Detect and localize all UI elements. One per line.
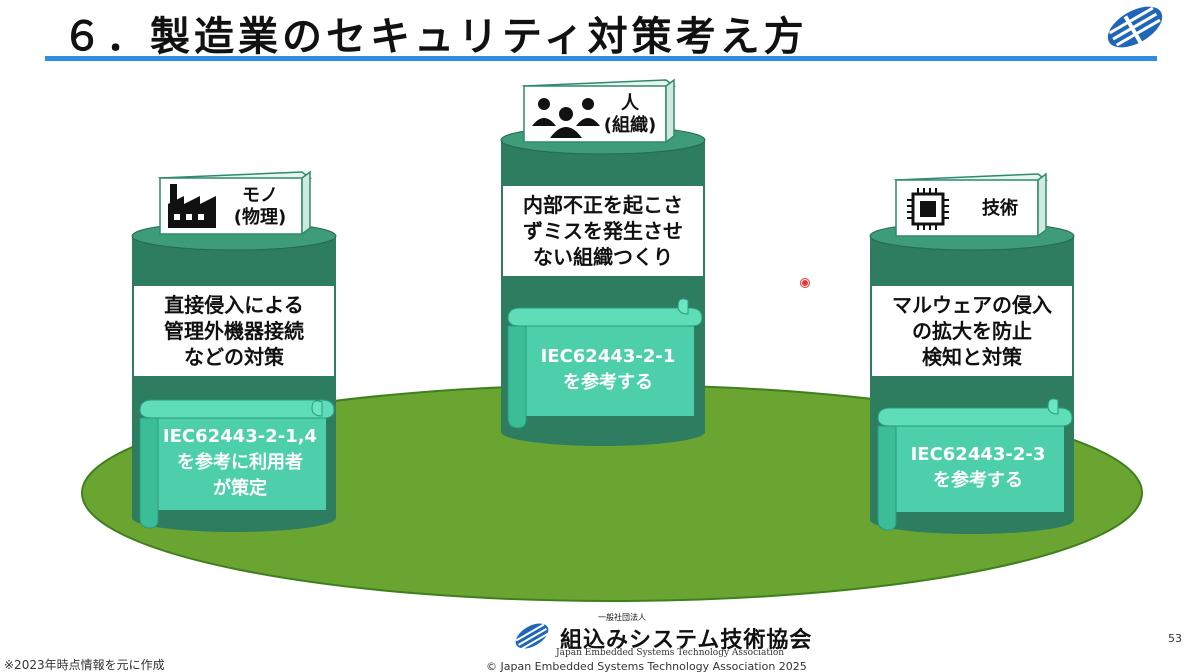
jasa-logo-icon: [1107, 6, 1163, 48]
pillar-thing-text-line1: 直接侵入による: [164, 293, 304, 317]
laser-pointer-dot: [801, 279, 809, 287]
pillar-tech-text-line1: マルウェアの侵入: [892, 293, 1052, 317]
scroll-tech-line2: を参考する: [933, 470, 1023, 491]
label-people-line1: 人: [620, 93, 639, 114]
scroll-tech-line1: IEC62443-2-3: [910, 444, 1046, 465]
label-box-tech: [893, 172, 1049, 238]
footer-logo-icon: [515, 623, 550, 651]
label-people: 人(組織): [594, 90, 666, 140]
label-people-line2: (組織): [603, 115, 657, 136]
pillar-thing-text: 直接侵入による 管理外機器接続 などの対策: [134, 286, 334, 376]
pillar-tech-text-line2: の拡大を防止: [912, 319, 1032, 343]
title-underline: [45, 56, 1157, 61]
chip-icon: [907, 188, 949, 230]
pillar-people-text: 内部不正を起こさ ずミスを発生させ ない組織つくり: [503, 186, 703, 276]
pillar-tech-text-line3: 検知と対策: [922, 345, 1022, 369]
pillar-thing-text-line2: 管理外機器接続: [164, 319, 304, 343]
scroll-people-line1: IEC62443-2-1: [540, 346, 676, 367]
scroll-thing-line1: IEC62443-2-1,4: [162, 426, 318, 447]
label-tech-line1: 技術: [982, 198, 1018, 219]
label-thing-line1: モノ: [241, 185, 278, 206]
scroll-people-text: IEC62443-2-1 を参考する: [524, 330, 692, 410]
label-box-people: [521, 78, 677, 144]
page-number: 53: [1168, 632, 1182, 645]
scroll-thing-line2: を参考に利用者: [177, 452, 303, 473]
scroll-tech: [877, 398, 1073, 531]
footer-org-english: Japan Embedded Systems Technology Associ…: [556, 648, 785, 658]
scroll-tech-text: IEC62443-2-3 を参考する: [894, 430, 1062, 506]
factory-icon: [168, 184, 216, 228]
label-thing-line2: (物理): [233, 207, 287, 228]
footer-note: ※2023年時点情報を元に作成: [4, 658, 165, 672]
pillar-people-text-line2: ずミスを発生させ: [523, 219, 683, 243]
footer-copyright: © Japan Embedded Systems Technology Asso…: [486, 660, 807, 672]
label-thing: モノ(物理): [222, 182, 298, 232]
pillar-people-text-line1: 内部不正を起こさ: [523, 193, 683, 217]
people-icon: [532, 98, 600, 138]
scroll-thing: [139, 399, 335, 529]
pillar-thing: [131, 170, 337, 532]
scroll-people-line2: を参考する: [563, 372, 653, 393]
slide-title: ６．製造業のセキュリティ対策考え方: [62, 14, 808, 60]
pillar-tech: [869, 172, 1075, 534]
pillar-thing-text-line3: などの対策: [184, 345, 284, 369]
footer-org-prefix: 一般社団法人: [598, 613, 646, 622]
pillar-tech-text: マルウェアの侵入 の拡大を防止 検知と対策: [872, 286, 1072, 376]
scroll-thing-line3: が策定: [213, 478, 267, 499]
pillar-people-text-line3: ない組織つくり: [533, 245, 673, 269]
scroll-thing-text: IEC62443-2-1,4 を参考に利用者 が策定: [156, 420, 324, 506]
footer-org-name: 組込みシステム技術協会: [560, 628, 813, 653]
scroll-people: [507, 298, 703, 429]
label-tech: 技術: [962, 184, 1038, 234]
